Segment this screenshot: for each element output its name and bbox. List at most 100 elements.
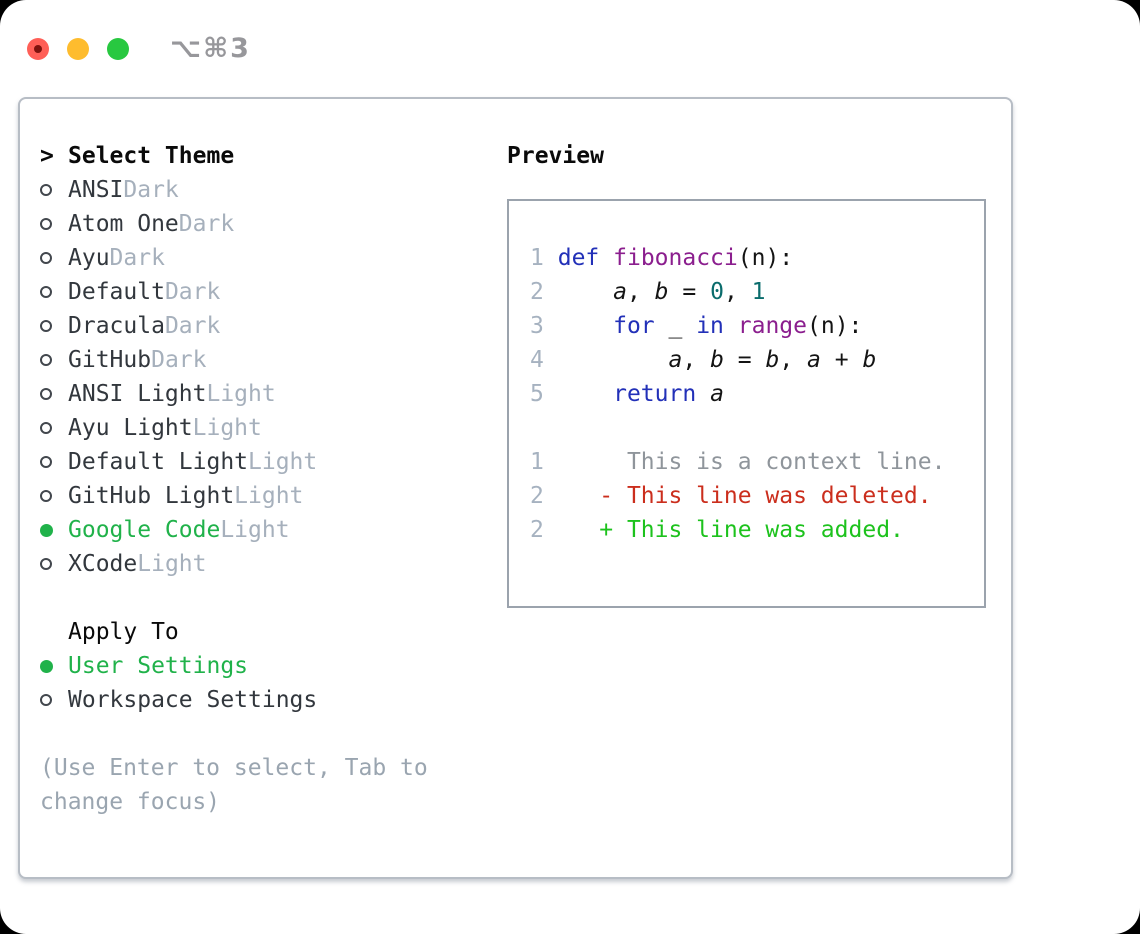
radio-icon: [40, 218, 52, 230]
item-label: XCode: [68, 551, 138, 577]
spacer: [40, 717, 500, 751]
item-variant-label: Dark: [109, 245, 165, 271]
theme-item[interactable]: ANSI Light Light: [40, 377, 500, 411]
radio-icon: [40, 286, 52, 298]
radio-icon: [40, 422, 52, 434]
diff-deleted-text: - This line was deleted.: [599, 483, 932, 509]
item-label: Ayu: [68, 245, 110, 271]
item-label: GitHub: [68, 347, 152, 373]
close-dot-icon: [34, 44, 42, 53]
minimize-button[interactable]: [67, 37, 89, 60]
line-number: 2: [530, 279, 544, 305]
radio-icon: [40, 252, 52, 264]
code-token: [558, 313, 613, 339]
item-variant-label: Dark: [164, 313, 221, 339]
code-token: for: [613, 313, 655, 339]
item-label: Dracula: [68, 313, 165, 339]
code-token: =: [723, 347, 766, 373]
line-number: 5: [530, 381, 544, 407]
traffic-lights: [27, 37, 129, 60]
item-label: Default: [68, 279, 165, 305]
code-token: _: [654, 313, 697, 339]
item-label: Google Code: [68, 517, 221, 543]
radio-icon: [40, 694, 52, 706]
apply-to-item[interactable]: Workspace Settings: [40, 683, 500, 717]
preview-title: Preview: [507, 143, 604, 169]
item-label: Atom One: [68, 211, 179, 237]
code-token: ,: [682, 347, 711, 373]
radio-icon: [40, 456, 52, 468]
theme-item[interactable]: Atom One Dark: [40, 207, 500, 241]
code-token: (n):: [807, 313, 863, 339]
code-token: b: [710, 347, 724, 373]
close-button[interactable]: [27, 37, 49, 60]
line-number: 4: [530, 347, 544, 373]
code-token: a: [668, 347, 683, 373]
theme-item[interactable]: Default Dark: [40, 275, 500, 309]
titlebar: ⌥⌘3: [0, 0, 1140, 97]
code-line: 1 This is a context line.: [530, 445, 984, 479]
code-line: 2 + This line was added.: [530, 513, 984, 547]
theme-item[interactable]: ANSI Dark: [40, 173, 500, 207]
help-text-line-2: change focus): [40, 789, 221, 815]
theme-item[interactable]: Dracula Dark: [40, 309, 500, 343]
preview-pane: Preview 1 def fibonacci (n): 2 a, b = 0, 1…: [500, 139, 1011, 877]
code-token: [558, 347, 669, 373]
radio-selected-icon: [40, 523, 53, 537]
code-token: range: [737, 313, 808, 339]
code-token: ,: [779, 347, 808, 373]
code-token: fibonacci: [613, 245, 738, 271]
apply-to-item[interactable]: User Settings: [40, 649, 500, 683]
item-label: Ayu Light: [68, 415, 193, 441]
code-token: 0: [710, 279, 724, 305]
apply-to-header-row: Apply To: [40, 615, 500, 649]
code-token: b: [862, 347, 877, 373]
theme-item[interactable]: Ayu Light Light: [40, 411, 500, 445]
line-number: 2: [530, 483, 544, 509]
item-variant-label: Dark: [178, 211, 235, 237]
code-token: [724, 313, 738, 339]
diff-context-text: This is a context line.: [599, 449, 946, 475]
item-label: ANSI Light: [68, 381, 207, 407]
code-token: a: [613, 279, 627, 305]
line-number: 1: [530, 245, 544, 271]
item-label: ANSI: [68, 177, 124, 203]
radio-icon: [40, 184, 52, 196]
item-variant-label: Light: [234, 483, 304, 509]
radio-icon: [40, 558, 52, 570]
item-variant-label: Light: [248, 449, 318, 475]
theme-item[interactable]: XCode Light: [40, 547, 500, 581]
radio-icon: [40, 354, 52, 366]
theme-item[interactable]: Ayu Dark: [40, 241, 500, 275]
item-variant-label: Light: [206, 381, 276, 407]
line-number: 1: [530, 449, 544, 475]
theme-item[interactable]: Google Code Light: [40, 513, 500, 547]
item-label: Default Light: [68, 449, 249, 475]
preview-code-box: 1 def fibonacci (n): 2 a, b = 0, 1 3 for _ …: [507, 199, 986, 608]
theme-item[interactable]: Default Light Light: [40, 445, 500, 479]
code-token: in: [696, 313, 724, 339]
item-variant-label: Light: [220, 517, 290, 543]
window-title: ⌥⌘3: [170, 33, 251, 64]
theme-item[interactable]: GitHub Light Light: [40, 479, 500, 513]
zoom-button[interactable]: [107, 37, 129, 60]
code-token: a: [807, 347, 821, 373]
help-text-line-1: (Use Enter to select, Tab to: [40, 755, 428, 781]
code-line: 3 for _ in range(n):: [530, 309, 984, 343]
item-label: Workspace Settings: [68, 687, 318, 713]
code-token: def: [557, 245, 600, 271]
item-variant-label: Dark: [123, 177, 179, 203]
radio-icon: [40, 320, 52, 332]
theme-item[interactable]: GitHub Dark: [40, 343, 500, 377]
code-token: return: [613, 381, 697, 407]
spacer: [40, 581, 500, 615]
theme-menu-title: Select Theme: [68, 143, 235, 169]
cursor-prompt-icon: >: [40, 143, 54, 169]
item-label: GitHub Light: [68, 483, 235, 509]
code-token: b: [765, 347, 780, 373]
radio-selected-icon: [40, 659, 53, 673]
